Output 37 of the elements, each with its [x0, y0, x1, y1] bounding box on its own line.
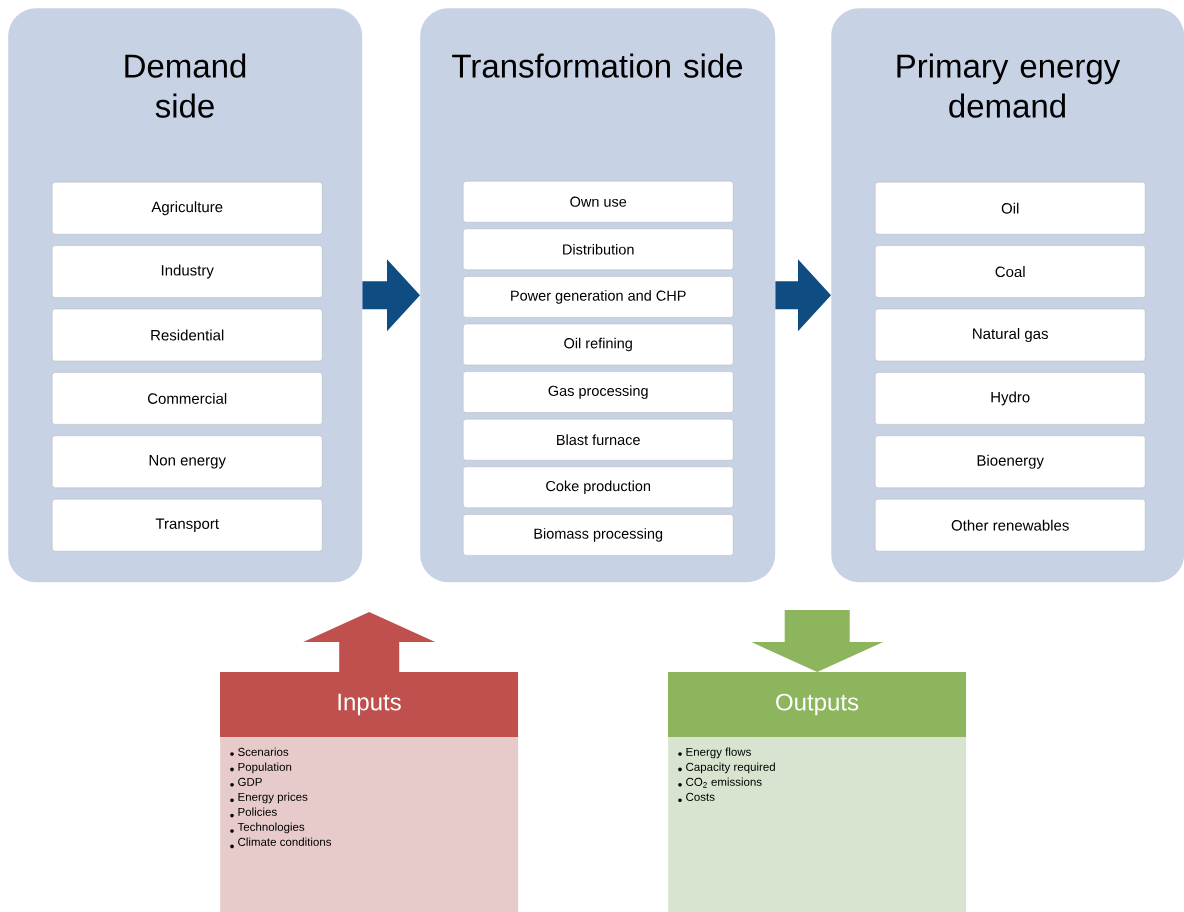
item-box: Bioenergy: [875, 435, 1146, 488]
item-box: Biomass processing: [463, 514, 734, 556]
node-label: GDP: [238, 777, 262, 786]
item-box: Residential: [52, 308, 323, 362]
node-label: Capacity required: [686, 762, 775, 774]
node-label: CO$_{2}$ emissions: [686, 777, 762, 788]
node-label: Costs: [686, 792, 715, 801]
item-box: Oil: [875, 182, 1146, 235]
block-arrow: [775, 259, 831, 332]
node-label: Policies: [238, 807, 277, 816]
item-box: Agriculture: [52, 182, 323, 235]
node-label: Energy prices: [238, 792, 308, 804]
node-label: Climate conditions: [238, 837, 332, 846]
item-box: Transport: [52, 499, 323, 552]
block-arrow: [362, 259, 420, 332]
item-box: Blast furnace: [463, 419, 734, 461]
item-box: Industry: [52, 245, 323, 298]
node-label: Population: [238, 762, 292, 774]
node-label: Energy flows: [686, 747, 751, 759]
item-box: Non energy: [52, 435, 323, 488]
block-arrow: [751, 610, 884, 672]
node-label: Technologies: [237, 822, 305, 834]
node-label: Scenarios: [238, 747, 289, 756]
bullet-list: Scenarios Population GDP Energy prices Policies Technologies Climate conditions: [230, 747, 332, 849]
item-box: Commercial: [52, 372, 323, 425]
item-box: Natural gas: [875, 308, 1146, 362]
item-box: Power generation and CHP: [463, 276, 734, 318]
item-box: Oil refining: [463, 323, 734, 366]
item-box: Own use: [463, 181, 734, 223]
item-box: Gas processing: [463, 371, 734, 413]
item-box: Coal: [875, 245, 1146, 298]
bullet-list: Energy flows Capacity required CO$_{2}$ emissions Costs: [678, 747, 775, 802]
item-box: Coke production: [463, 466, 734, 508]
item-box: Other renewables: [875, 499, 1146, 552]
item-box: Hydro: [875, 372, 1146, 425]
item-box: Distribution: [463, 228, 734, 270]
block-arrow: [303, 612, 436, 672]
